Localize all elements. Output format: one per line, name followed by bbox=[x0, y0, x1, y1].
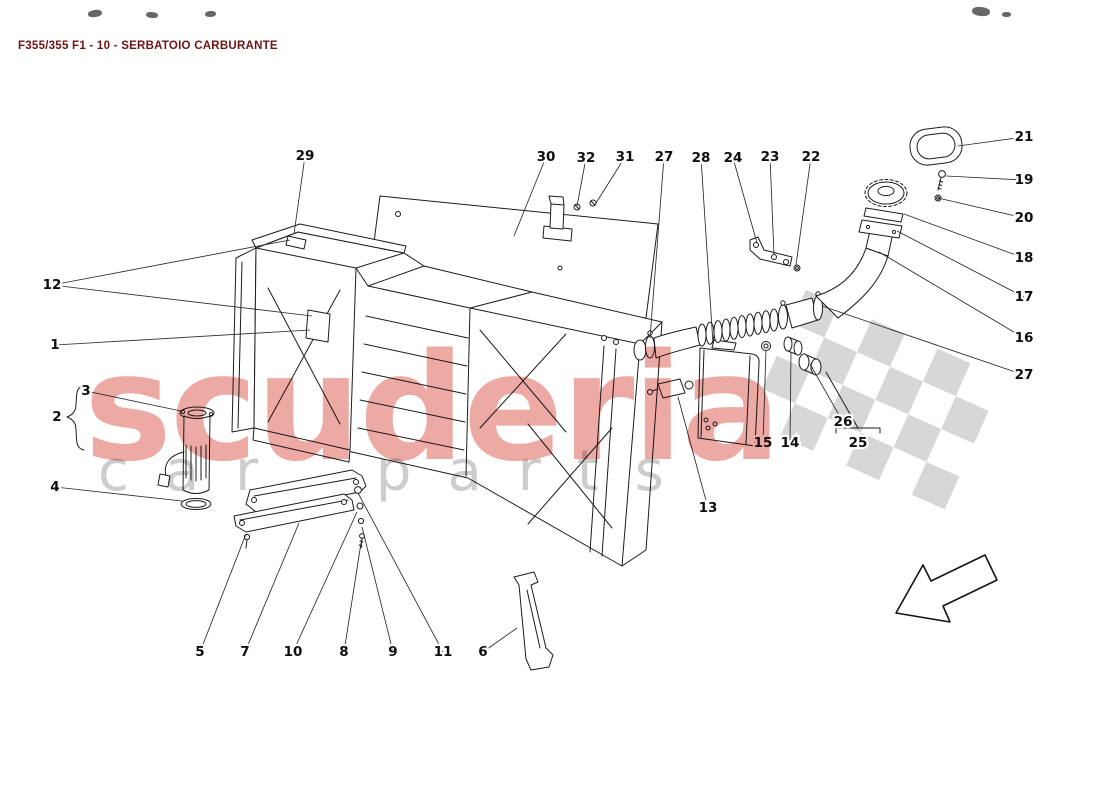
callout-29: 29 bbox=[296, 148, 315, 164]
leader-line bbox=[85, 390, 182, 412]
leader-line bbox=[292, 511, 358, 653]
callout-19: 19 bbox=[1015, 172, 1034, 188]
leader-line bbox=[957, 136, 1025, 147]
leader-line bbox=[896, 230, 1025, 298]
callout-26: 26 bbox=[834, 414, 853, 430]
leader-line bbox=[54, 329, 311, 346]
leader-line bbox=[762, 349, 767, 444]
leader-line bbox=[51, 284, 313, 317]
leader-line bbox=[357, 492, 444, 653]
side-mount-bracket bbox=[697, 339, 760, 447]
leader-line bbox=[821, 305, 1025, 376]
leader-line bbox=[795, 156, 812, 266]
callout-21: 21 bbox=[1015, 129, 1034, 145]
callout-8: 8 bbox=[339, 644, 348, 660]
leader-line bbox=[732, 157, 758, 244]
callout-28: 28 bbox=[692, 150, 711, 166]
retaining-strap bbox=[513, 571, 554, 671]
callout-25: 25 bbox=[849, 435, 868, 451]
callout-23: 23 bbox=[761, 149, 780, 165]
leader-line bbox=[937, 197, 1025, 219]
leader-line bbox=[199, 533, 247, 653]
leader-line bbox=[361, 526, 394, 653]
leader-line bbox=[789, 351, 792, 444]
leader-line bbox=[513, 156, 547, 237]
callout-12: 12 bbox=[43, 277, 62, 293]
callout-31: 31 bbox=[616, 149, 635, 165]
callout-14: 14 bbox=[781, 435, 800, 451]
fuel-pump-assembly bbox=[157, 406, 215, 510]
fuel-tank bbox=[231, 223, 663, 567]
callout-18: 18 bbox=[1015, 250, 1034, 266]
leader-line bbox=[576, 157, 587, 207]
callout-32: 32 bbox=[577, 150, 596, 166]
filler-support-bracket bbox=[749, 236, 801, 272]
callout-13: 13 bbox=[699, 500, 718, 516]
leader-line bbox=[809, 363, 844, 423]
filler-hose-assembly bbox=[633, 247, 889, 399]
callout-1: 1 bbox=[50, 337, 59, 353]
leader-line bbox=[878, 251, 1025, 339]
callout-16: 16 bbox=[1015, 330, 1034, 346]
callout-5: 5 bbox=[195, 644, 204, 660]
tank-fixing-straps bbox=[233, 469, 367, 549]
leader-line bbox=[343, 542, 362, 653]
checkered-flag-watermark bbox=[762, 290, 989, 510]
callout-24: 24 bbox=[724, 150, 743, 166]
leader-line bbox=[595, 156, 626, 204]
callout-17: 17 bbox=[1015, 289, 1034, 305]
leader-line bbox=[54, 486, 183, 502]
callout-10: 10 bbox=[284, 644, 303, 660]
callout-20: 20 bbox=[1015, 210, 1034, 226]
callout-7: 7 bbox=[240, 644, 249, 660]
filler-neck-and-cap bbox=[858, 126, 963, 257]
leader-line bbox=[244, 522, 300, 653]
leader-line bbox=[51, 239, 291, 286]
leader-line bbox=[945, 175, 1025, 181]
filler-cap-cover bbox=[909, 126, 963, 166]
callout-6: 6 bbox=[478, 644, 487, 660]
callout-22: 22 bbox=[802, 149, 821, 165]
leader-line bbox=[903, 213, 1025, 259]
callout-4: 4 bbox=[50, 479, 59, 495]
leader-line bbox=[700, 157, 714, 345]
page-title: F355/355 F1 - 10 - SERBATOIO CARBURANTE bbox=[18, 40, 278, 52]
leader-line bbox=[293, 155, 306, 235]
callout-2: 2 bbox=[52, 409, 61, 425]
callout-27: 27 bbox=[1015, 367, 1034, 383]
callout-aids bbox=[66, 371, 881, 451]
leader-line bbox=[649, 156, 665, 339]
callout-27: 27 bbox=[655, 149, 674, 165]
leader-line bbox=[769, 156, 775, 256]
callout-9: 9 bbox=[388, 644, 397, 660]
callout-30: 30 bbox=[537, 149, 556, 165]
callout-11: 11 bbox=[434, 644, 453, 660]
callout-3: 3 bbox=[81, 383, 90, 399]
leader-line bbox=[677, 396, 709, 509]
callout-15: 15 bbox=[754, 435, 773, 451]
direction-arrow bbox=[895, 554, 998, 623]
leader-line bbox=[482, 627, 518, 653]
scan-artifact bbox=[1002, 12, 1011, 17]
